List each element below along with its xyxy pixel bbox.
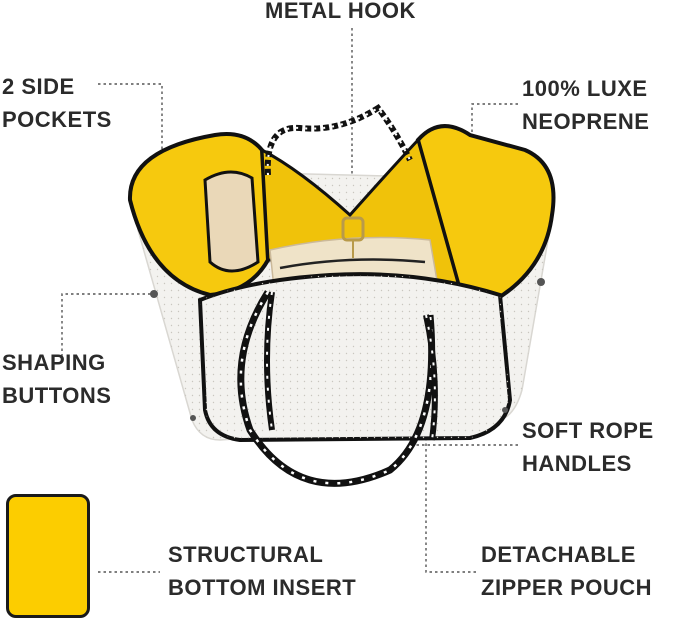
- label-side-pockets: 2 SIDE POCKETS: [2, 70, 112, 136]
- side-pocket: [203, 170, 260, 273]
- shaping-button-right: [537, 278, 545, 286]
- label-bottom-insert: STRUCTURAL BOTTOM INSERT: [168, 538, 356, 604]
- shaping-button-left: [150, 290, 158, 298]
- label-neoprene: 100% LUXE NEOPRENE: [522, 72, 649, 138]
- label-line-1: SOFT ROPE: [522, 418, 654, 443]
- label-line-2: BUTTONS: [2, 383, 112, 408]
- label-line-1: 100% LUXE: [522, 76, 648, 101]
- leader-zipper-pouch: [425, 280, 476, 573]
- label-metal-hook-text: METAL HOOK: [265, 0, 416, 23]
- label-line-2: BOTTOM INSERT: [168, 575, 357, 600]
- label-metal-hook: METAL HOOK: [265, 0, 416, 27]
- label-line-1: STRUCTURAL: [168, 542, 324, 567]
- label-line-1: DETACHABLE: [481, 542, 636, 567]
- label-line-2: NEOPRENE: [522, 109, 650, 134]
- label-line-1: 2 SIDE: [2, 74, 75, 99]
- leader-neoprene: [471, 103, 518, 148]
- label-shaping-buttons: SHAPING BUTTONS: [2, 346, 111, 412]
- label-zipper-pouch: DETACHABLE ZIPPER POUCH: [481, 538, 652, 604]
- label-line-2: ZIPPER POUCH: [481, 575, 653, 600]
- label-line-1: SHAPING: [2, 350, 106, 375]
- label-line-2: HANDLES: [522, 451, 632, 476]
- label-line-2: POCKETS: [2, 107, 112, 132]
- leader-shaping-buttons: [61, 293, 152, 362]
- label-rope-handles: SOFT ROPE HANDLES: [522, 414, 654, 480]
- metal-hook: [341, 216, 365, 258]
- bottom-insert-swatch: [6, 494, 90, 618]
